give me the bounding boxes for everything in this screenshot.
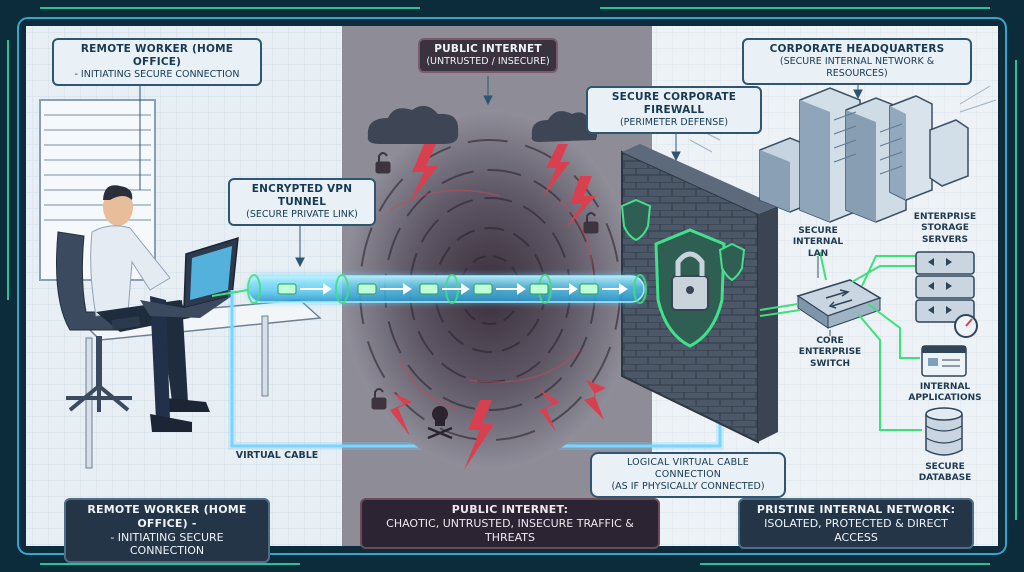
skull-icon [427,406,453,440]
phone-icon [111,316,141,330]
vpn-tunnel-subtitle: (SECURE PRIVATE LINK) [246,209,358,221]
vpn-tunnel-title: ENCRYPTED VPN TUNNEL [251,183,353,209]
storage-servers-label: ENTERPRISE STORAGE SERVERS [902,212,988,246]
internal-apps-line2: APPLICATIONS [908,393,982,404]
secure-database-line1: SECURE [925,462,965,472]
gauge-icon [954,314,978,338]
switch-icon [796,279,882,329]
public-internet-bottom-label: PUBLIC INTERNET: CHAOTIC, UNTRUSTED, INS… [360,498,660,550]
logical-cable-subtitle: (AS IF PHYSICALLY CONNECTED) [611,480,765,492]
virtual-cable-label: VIRTUAL CABLE [235,450,319,461]
remote-worker-bottom-subtitle: - INITIATING SECURE CONNECTION [110,530,224,558]
shield-icon [718,242,746,282]
core-switch-line3: SWITCH [809,358,851,369]
remote-worker-top-subtitle: - INITIATING SECURE CONNECTION [74,69,240,81]
internal-apps-label: INTERNAL APPLICATIONS [900,382,990,405]
public-internet-top-label: PUBLIC INTERNET (UNTRUSTED / INSECURE) [418,38,558,73]
secure-lan-line3: LAN [807,248,829,259]
storage-servers-line2: STORAGE [921,223,969,234]
laptop-icon [140,236,239,318]
secure-database-label: SECURE DATABASE [910,462,980,485]
storm-cloud-icon [367,105,598,144]
core-switch-line1: CORE [816,336,844,346]
remote-worker-bottom-label: REMOTE WORKER (HOME OFFICE) - - INITIATI… [64,498,270,563]
core-switch-line2: ENTERPRISE [798,347,862,358]
shield-icon [620,198,652,242]
pristine-network-title: PRISTINE INTERNAL NETWORK: [756,503,956,516]
remote-worker-bottom-title: REMOTE WORKER (HOME OFFICE) - [87,503,247,530]
lightning-icon [390,144,606,470]
pristine-network-subtitle: ISOLATED, PROTECTED & DIRECT ACCESS [764,516,948,544]
storage-server-icon [915,251,975,323]
corporate-hq-label: CORPORATE HEADQUARTERS (SECURE INTERNAL … [742,38,972,85]
secure-lan-line2: INTERNAL [792,237,844,248]
public-internet-bottom-subtitle: CHAOTIC, UNTRUSTED, INSECURE TRAFFIC & T… [386,516,634,544]
frame-circuit-lines [7,7,1017,565]
internal-apps-line1: INTERNAL [919,382,971,392]
vpn-tunnel-label: ENCRYPTED VPN TUNNEL (SECURE PRIVATE LIN… [228,178,376,227]
secure-lan-line1: SECURE [798,226,838,236]
desk-icon [78,299,322,469]
core-switch-label: CORE ENTERPRISE SWITCH [792,336,868,370]
application-window-icon [921,345,967,377]
database-icon [925,407,963,456]
public-internet-top-title: PUBLIC INTERNET [434,43,542,55]
server-rack-icon [759,87,969,223]
secure-lan-label: SECURE INTERNAL LAN [786,226,850,260]
remote-worker-top-label: REMOTE WORKER (HOME OFFICE) - INITIATING… [52,38,262,87]
firewall-title: SECURE CORPORATE FIREWALL [611,91,737,117]
padlock-shield-icon [654,228,726,348]
pristine-network-label: PRISTINE INTERNAL NETWORK: ISOLATED, PRO… [738,498,974,550]
storage-servers-line3: SERVERS [921,234,969,245]
public-internet-top-subtitle: (UNTRUSTED / INSECURE) [426,56,550,68]
firewall-label: SECURE CORPORATE FIREWALL (PERIMETER DEF… [586,86,762,135]
logical-cable-label: LOGICAL VIRTUAL CABLE CONNECTION (AS IF … [590,452,786,498]
storage-servers-line1: ENTERPRISE [913,212,977,222]
firewall-subtitle: (PERIMETER DEFENSE) [619,117,729,129]
public-internet-bottom-title: PUBLIC INTERNET: [451,503,569,516]
broken-lock-icon [371,152,599,410]
vpn-tunnel [246,274,647,304]
remote-worker-top-title: REMOTE WORKER (HOME OFFICE) [80,43,234,69]
corporate-hq-title: CORPORATE HEADQUARTERS [769,43,945,55]
logical-cable-title: LOGICAL VIRTUAL CABLE CONNECTION [627,457,749,480]
network-lines [759,251,922,431]
frame-border [17,17,1007,555]
corporate-hq-subtitle: (SECURE INTERNAL NETWORK & RESOURCES) [779,56,935,79]
secure-database-line2: DATABASE [918,473,972,484]
